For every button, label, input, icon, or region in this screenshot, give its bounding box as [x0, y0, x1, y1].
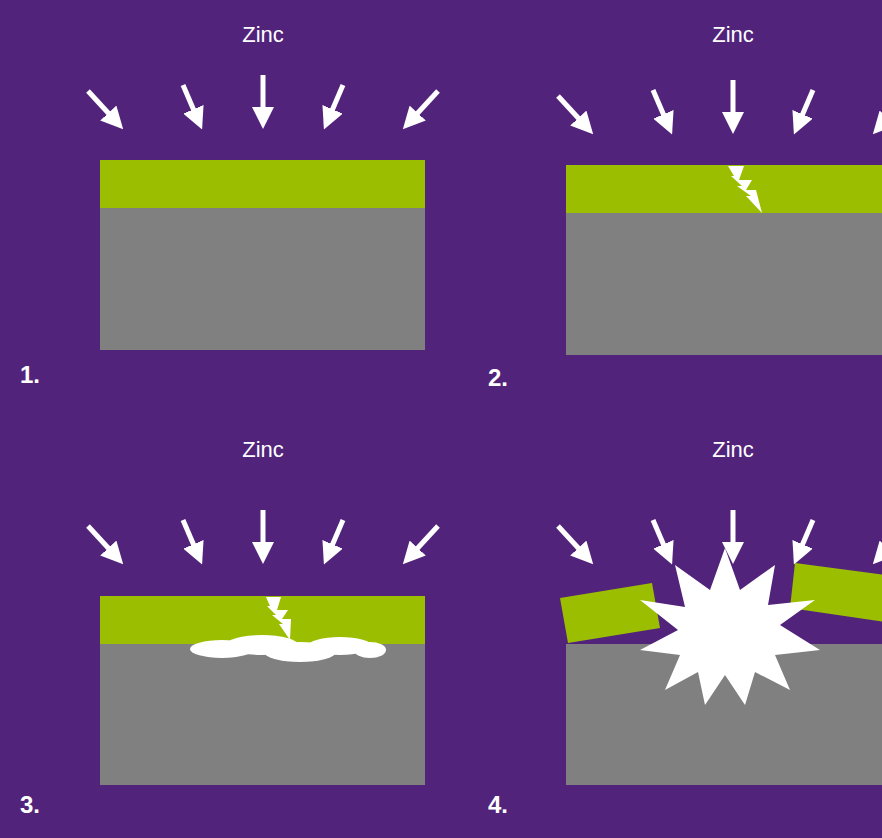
material-label: Zinc: [712, 24, 754, 46]
step-number: 4.: [488, 793, 508, 817]
zinc-coating: [100, 160, 425, 208]
steel-substrate: [566, 213, 882, 355]
coating-crack: [266, 597, 291, 640]
material-label: Zinc: [242, 439, 284, 461]
zinc-coating: [566, 165, 882, 213]
zinc-arrows: [88, 75, 438, 116]
coating-fragment: [790, 563, 882, 622]
steel-substrate: [100, 644, 425, 785]
step-number: 1.: [20, 363, 40, 387]
material-label: Zinc: [712, 439, 754, 461]
step-number: 2.: [488, 366, 508, 390]
material-label: Zinc: [242, 24, 284, 46]
steel-substrate: [100, 208, 425, 350]
zinc-arrows: [558, 80, 882, 121]
step-number: 3.: [20, 793, 40, 817]
coating-crack: [728, 166, 762, 213]
corrosion-blister: [190, 635, 386, 662]
coating-burst: [640, 548, 820, 705]
coating-fragment: [560, 583, 660, 643]
zinc-arrows: [88, 510, 438, 551]
zinc-arrows: [558, 510, 882, 551]
